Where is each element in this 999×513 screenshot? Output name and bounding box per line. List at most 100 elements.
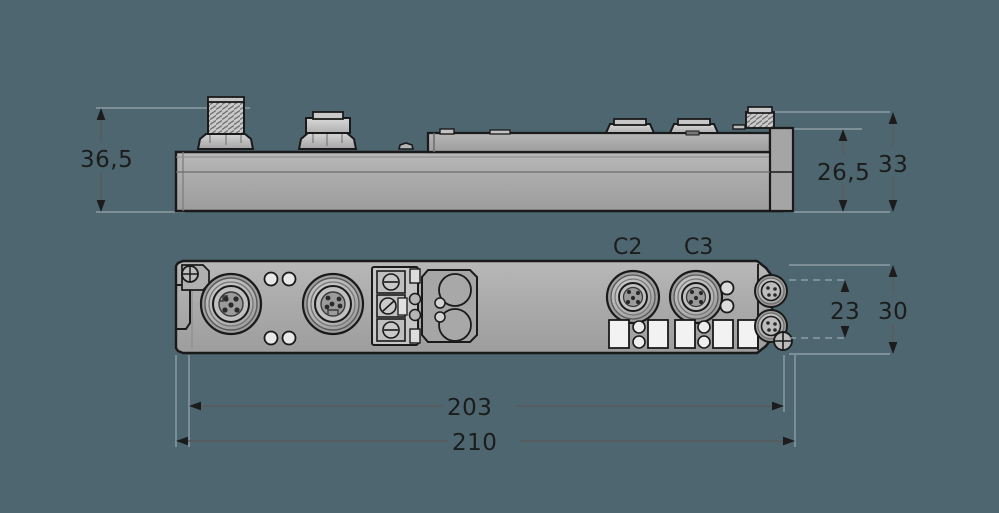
pin	[689, 289, 695, 295]
pin	[773, 322, 777, 326]
screw-terminal-block	[371, 266, 422, 346]
arrow-up	[888, 112, 898, 124]
screw-cross-slot	[182, 266, 198, 282]
arrow-down	[888, 200, 898, 212]
arrow-right	[772, 401, 784, 411]
pin	[337, 303, 343, 309]
pin	[324, 304, 330, 310]
screw-cross-slot	[774, 332, 792, 350]
led-indicator	[632, 320, 646, 334]
blank-led	[434, 311, 446, 323]
pin	[329, 301, 335, 307]
arrow-down	[888, 342, 898, 354]
bottom-view-dimensions: 23 30 203 210	[175, 264, 914, 456]
terminal-clip	[409, 328, 421, 344]
arrow-up	[888, 265, 898, 277]
dimension-label-36-5: 36,5	[80, 147, 133, 173]
blank-port	[438, 273, 472, 307]
led-indicator	[281, 271, 297, 287]
bottom-face-view: C2 C3	[174, 235, 793, 355]
terminal-port	[408, 308, 422, 322]
terminal-port	[408, 292, 422, 306]
terminal-clip	[409, 268, 421, 284]
raised-housing-block	[426, 131, 772, 154]
led-indicator	[281, 330, 297, 346]
m12-connector-c2	[605, 269, 661, 325]
m12-connector-c3	[668, 269, 724, 325]
screw-slot	[382, 300, 395, 312]
pin	[688, 299, 694, 305]
pin	[626, 289, 632, 295]
pin	[766, 321, 770, 325]
arrow-down	[96, 200, 106, 212]
blank-led	[434, 297, 446, 309]
connector-keyway	[327, 309, 339, 314]
housing-right-end-block	[768, 126, 795, 213]
pin	[336, 296, 342, 302]
arrow-up	[840, 280, 850, 292]
led-indicator	[719, 280, 735, 296]
side-view-dimensions: 36,5 26,5 33	[76, 108, 914, 212]
arrow-down	[838, 200, 848, 212]
pin	[698, 299, 704, 305]
arrow-down	[840, 326, 850, 338]
dimension-label-203: 203	[447, 395, 492, 421]
pin	[222, 307, 228, 313]
arrow-up	[96, 108, 106, 120]
dimension-label-26-5: 26,5	[817, 160, 870, 186]
m12-connector-1	[199, 272, 263, 336]
pin	[325, 295, 331, 301]
pin	[223, 296, 229, 302]
side-profile-view	[96, 96, 890, 213]
led-indicator	[719, 298, 735, 314]
raised-block-tab-left	[439, 128, 455, 135]
blank-circles-panel	[421, 269, 478, 343]
led-indicator	[263, 330, 279, 346]
dimension-30: 30	[874, 265, 914, 354]
m12-connector-2	[301, 272, 365, 336]
dimension-210: 210	[176, 426, 795, 456]
terminal-tab	[397, 297, 408, 316]
pin	[635, 290, 641, 296]
main-housing-body	[174, 150, 785, 213]
connector-keyway	[219, 295, 228, 302]
label-c3: C3	[684, 235, 713, 260]
raised-block-tab-mid	[489, 129, 511, 135]
pin	[234, 307, 240, 313]
pin	[625, 299, 631, 305]
pin	[233, 296, 239, 302]
mounting-hole-right	[773, 331, 793, 351]
led-indicator	[632, 335, 646, 349]
dimension-label-210: 210	[452, 430, 497, 456]
led-indicator	[697, 320, 711, 334]
arrow-left	[176, 436, 188, 446]
connector-cap-2	[668, 118, 720, 136]
arrow-up	[838, 129, 848, 141]
led-indicator	[697, 335, 711, 349]
label-c2: C2	[613, 235, 642, 260]
pin	[698, 290, 704, 296]
label-field-4	[712, 319, 734, 349]
connector-cap-1	[604, 118, 656, 134]
pin	[635, 299, 641, 305]
pin	[693, 295, 699, 301]
dimension-203: 203	[189, 391, 784, 421]
dimension-label-23: 23	[830, 299, 860, 325]
pin	[767, 293, 771, 297]
dimension-33: 33	[874, 112, 914, 212]
led-indicator	[263, 271, 279, 287]
dimension-label-30: 30	[878, 299, 908, 325]
pin	[767, 328, 771, 332]
pin	[773, 293, 777, 297]
dimension-36-5: 36,5	[76, 108, 142, 212]
pin	[773, 328, 777, 332]
arrow-left	[189, 401, 201, 411]
dimension-26-5: 26,5	[813, 129, 875, 212]
mounting-hole-left	[181, 264, 210, 291]
dimension-23: 23	[826, 280, 866, 338]
pin	[228, 302, 234, 308]
blank-port	[438, 308, 472, 342]
pin	[766, 286, 770, 290]
m8-connector-top	[754, 274, 788, 308]
